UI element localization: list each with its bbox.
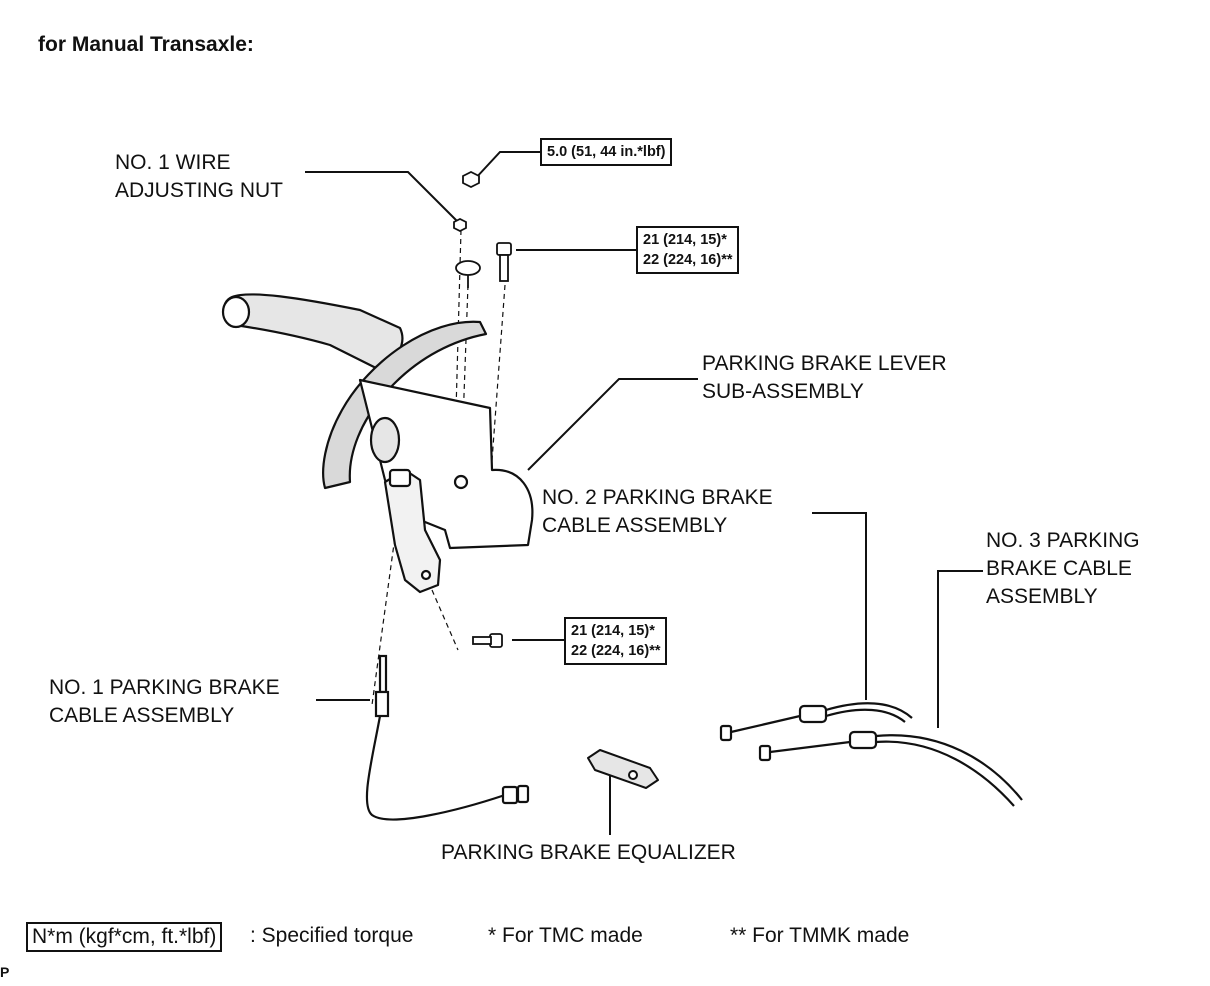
no1-cable-line [365, 715, 506, 821]
no2-cable-line [825, 702, 913, 719]
no1-cable-end-nut [501, 785, 519, 805]
leader-torque-nut [473, 151, 540, 181]
no1-cable-sleeve [374, 690, 390, 718]
label-equalizer: PARKING BRAKE EQUALIZER [441, 841, 736, 864]
legend-unit-text: : Specified torque [250, 924, 414, 947]
no2-cable-rod [730, 714, 801, 734]
leader-no2-cable [812, 512, 867, 700]
equalizer-body [587, 749, 659, 789]
leader-no3-cable [937, 570, 983, 728]
bolt-upper-head-icon [496, 242, 512, 256]
dash-line-bolt [486, 284, 506, 529]
legend-tmmk: ** For TMMK made [730, 924, 910, 947]
legend-tmc: * For TMC made [488, 924, 643, 947]
label-no1-cable: NO. 1 PARKING BRAKE CABLE ASSEMBLY [49, 676, 280, 727]
dash-line-nut [452, 229, 462, 521]
lever-lower-mount [383, 468, 442, 594]
lever-pivot-drum [369, 416, 401, 464]
lever-handle-body [223, 293, 404, 372]
leader-lever-sub-assembly [527, 378, 698, 471]
no3-cable-end-cap [758, 744, 772, 762]
lever-pivot-hole [453, 474, 469, 490]
torque-spec-upper-bolt: 21 (214, 15)* 22 (224, 16)** [636, 226, 740, 274]
torque-spec-lower-bolt: 21 (214, 15)* 22 (224, 16)** [564, 617, 668, 665]
no3-cable-fitting [848, 730, 878, 750]
no3-cable-rod [769, 740, 851, 754]
bolt-upper-shank [499, 254, 509, 282]
dash-line-lower-bolt [431, 589, 459, 651]
leader-wire-adjusting-nut [305, 171, 459, 223]
lever-bracket-plate [358, 378, 534, 550]
legend-unit-box: N*m (kgf*cm, ft.*lbf) [26, 922, 223, 952]
nut-upper-icon [462, 170, 480, 189]
equalizer-hole [628, 770, 638, 780]
no1-cable-end-cap [516, 784, 530, 804]
torque-spec-nut: 5.0 (51, 44 in.*lbf) [540, 138, 673, 166]
no2-cable-fitting [798, 704, 828, 724]
no1-cable-top-end [378, 654, 388, 694]
label-no3-cable: NO. 3 PARKING BRAKE CABLE ASSEMBLY [986, 529, 1140, 608]
label-no2-cable: NO. 2 PARKING BRAKE CABLE ASSEMBLY [542, 486, 773, 537]
mount-hole [420, 569, 432, 581]
clip-icon [455, 260, 481, 276]
label-wire-adjusting-nut: NO. 1 WIRE ADJUSTING NUT [115, 151, 283, 202]
page-heading: for Manual Transaxle: [38, 33, 254, 56]
lever-grip-end [221, 295, 251, 329]
corner-mark: P [0, 964, 10, 980]
no3-cable-line [875, 734, 1023, 801]
no2-cable-end-cap [719, 724, 733, 742]
nut-lower-icon [453, 217, 467, 233]
label-lever-sub-assembly: PARKING BRAKE LEVER SUB-ASSEMBLY [702, 352, 947, 403]
lever-curved-arm [322, 320, 488, 490]
bolt-lower-shank [472, 636, 492, 645]
cable-end-clip [388, 468, 412, 488]
